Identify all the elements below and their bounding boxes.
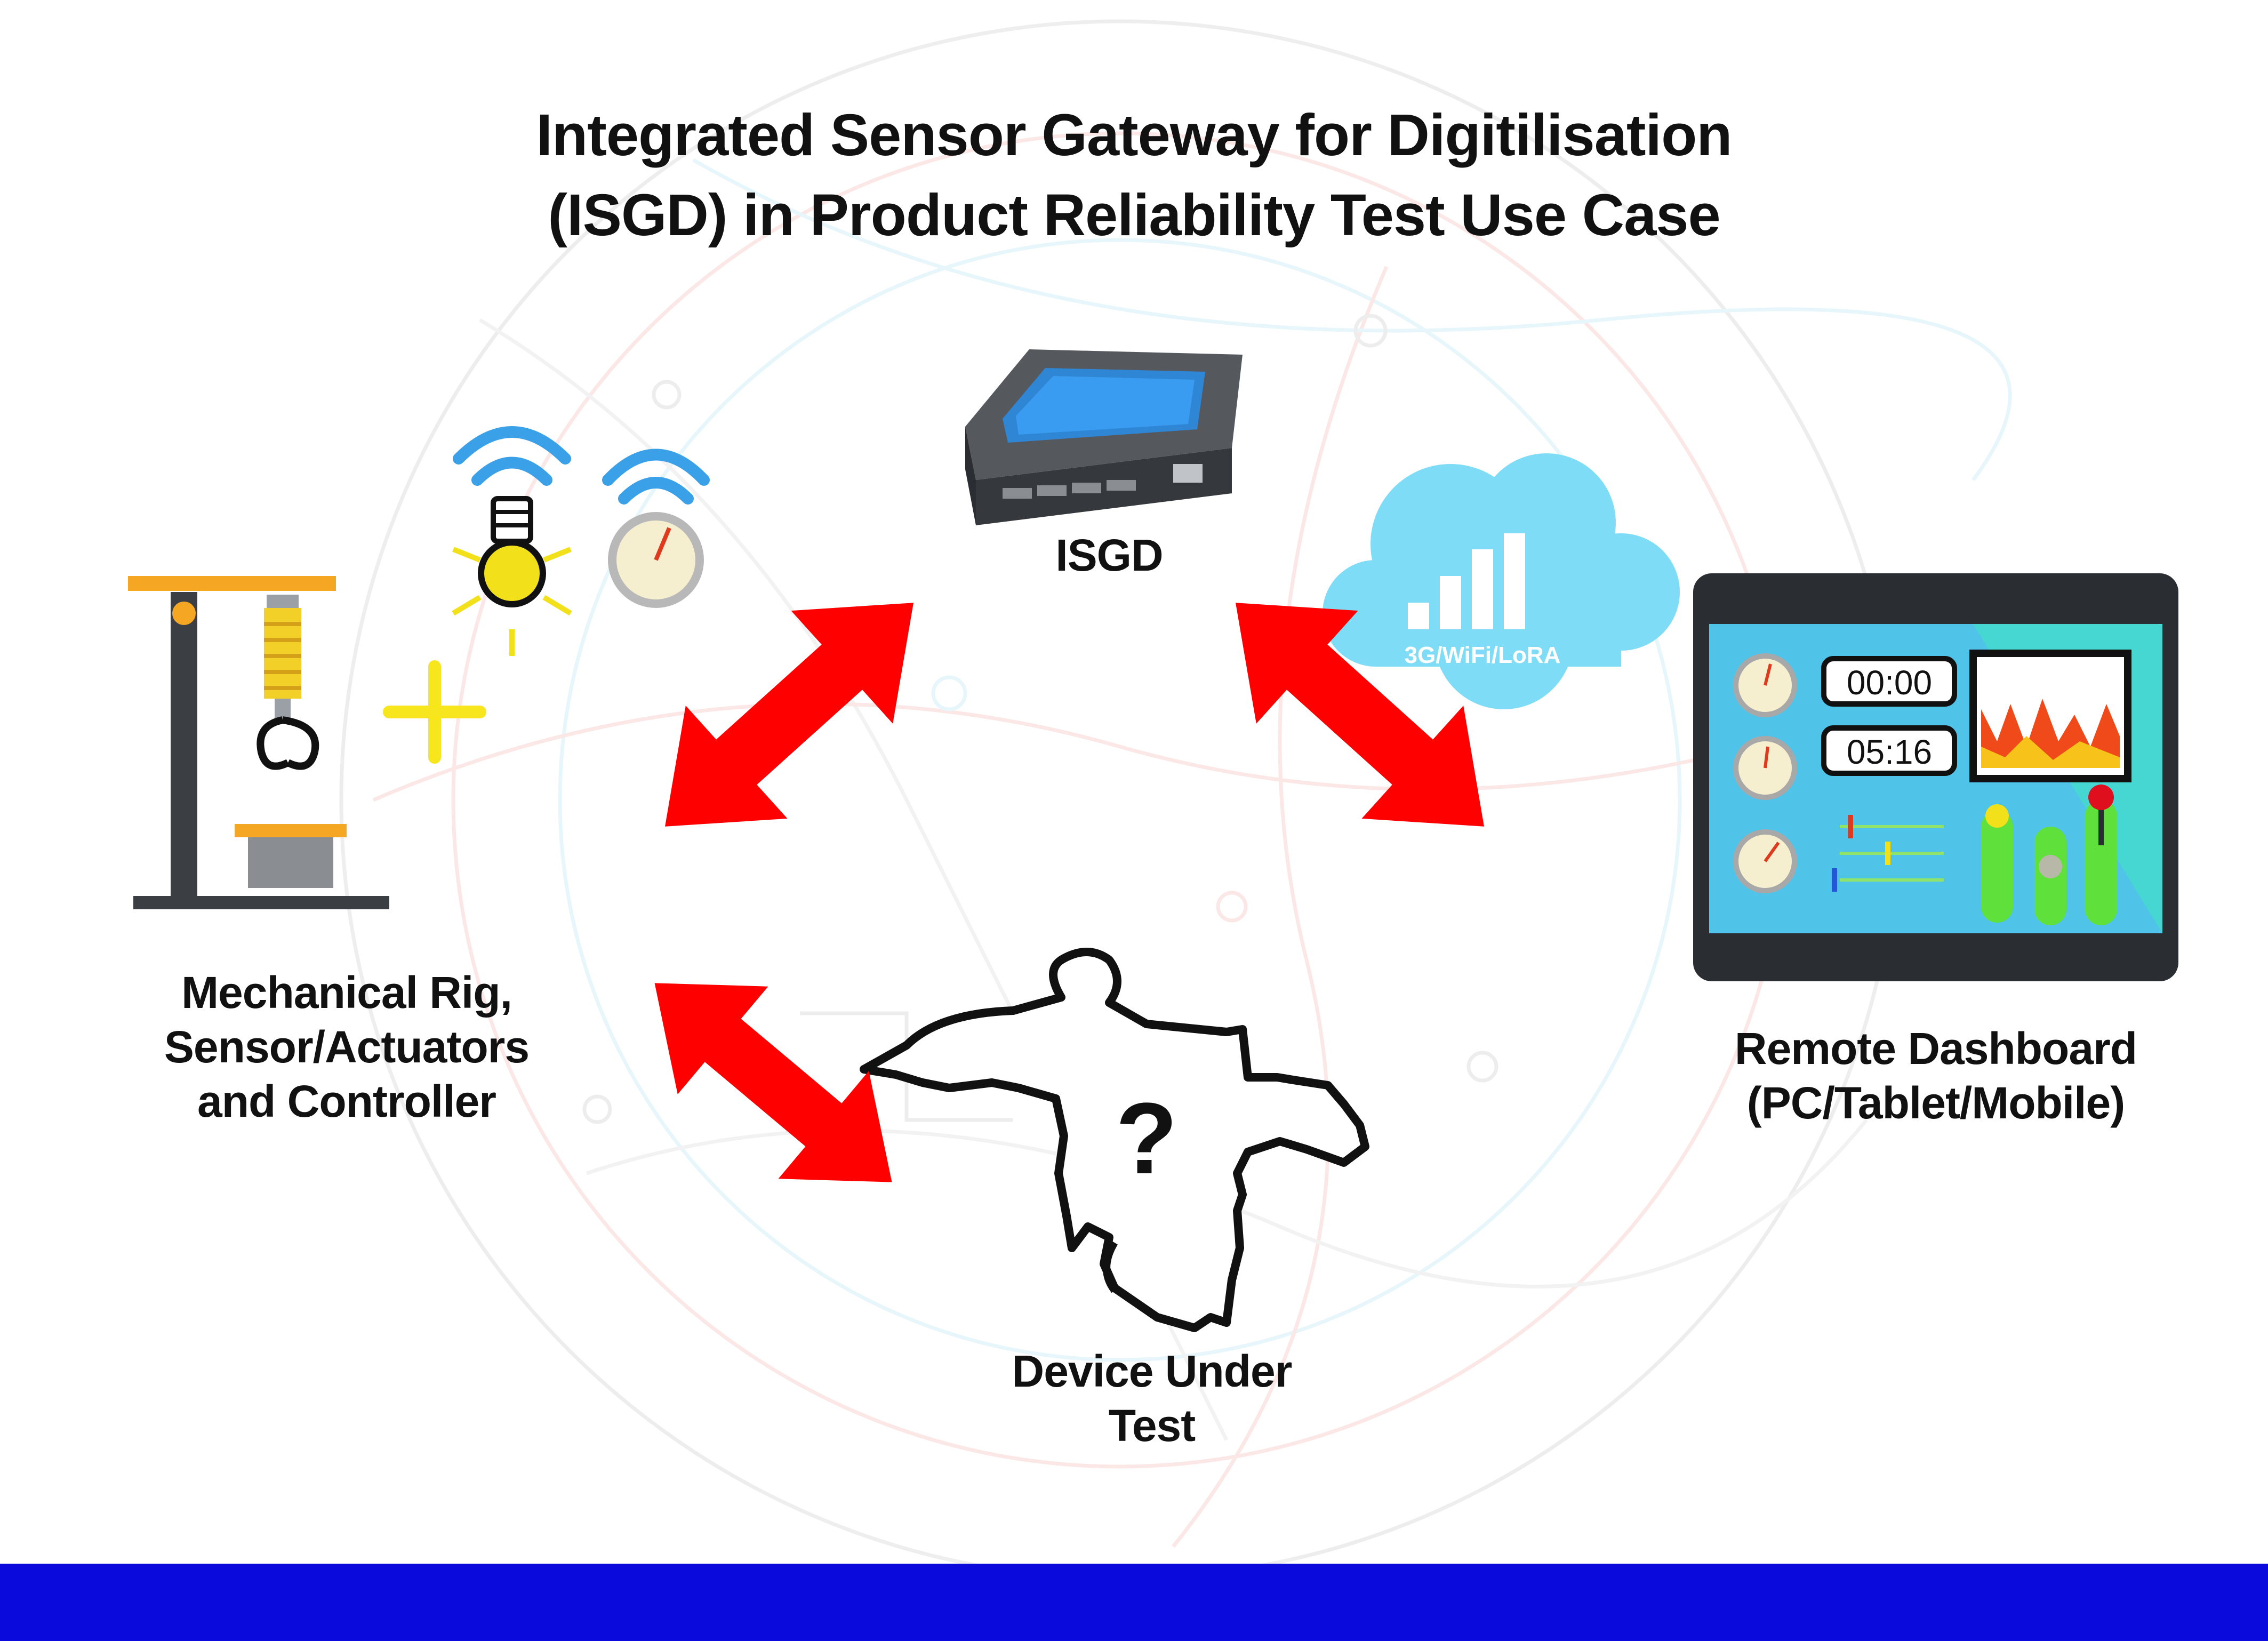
dashboard-label-line-2: (PC/Tablet/Mobile) [1746,1078,2125,1128]
gateway-device-icon [965,349,1243,525]
cloud-label: 3G/WiFi/LoRA [1405,642,1561,668]
dashboard-timer-1: 00:00 [1847,663,1932,702]
bottom-bar [0,1564,2268,1641]
dashboard-tablet-icon [1693,573,2178,981]
isgd-label: ISGD [1055,530,1163,580]
dut-label-line-2: Test [1108,1400,1196,1451]
bulb-sensor-icon [452,496,572,656]
rig-label-line-1: Mechanical Rig, [181,967,512,1018]
double-arrow-icon-rig-dut [609,929,937,1236]
signal-bars-icon [1408,533,1525,629]
cloud-icon [1323,453,1680,709]
dashboard-label: Remote Dashboard (PC/Tablet/Mobile) [1722,1021,2149,1130]
gauge-sensor-icon [608,512,704,608]
diagram-title-line-2: (ISGD) in Product Reliability Test Use C… [548,182,1720,248]
dashboard-timer-2: 05:16 [1847,733,1932,771]
wifi-icon [453,426,710,505]
rig-label-line-3: and Controller [197,1076,496,1126]
diagram-title-line-1: Integrated Sensor Gateway for Digitilisa… [536,102,1733,168]
dut-label-line-1: Device Under [1012,1346,1293,1396]
device-outline-icon [860,948,1369,1332]
rig-label: Mechanical Rig, Sensor/Actuators and Con… [133,965,560,1128]
plus-icon [383,660,486,764]
dut-label: Device Under Test [939,1344,1365,1453]
device-question-mark: ? [1116,1082,1177,1195]
dashboard-label-line-1: Remote Dashboard [1734,1023,2137,1074]
mechanical-rig-icon [128,576,389,909]
rig-label-line-2: Sensor/Actuators [164,1022,530,1072]
